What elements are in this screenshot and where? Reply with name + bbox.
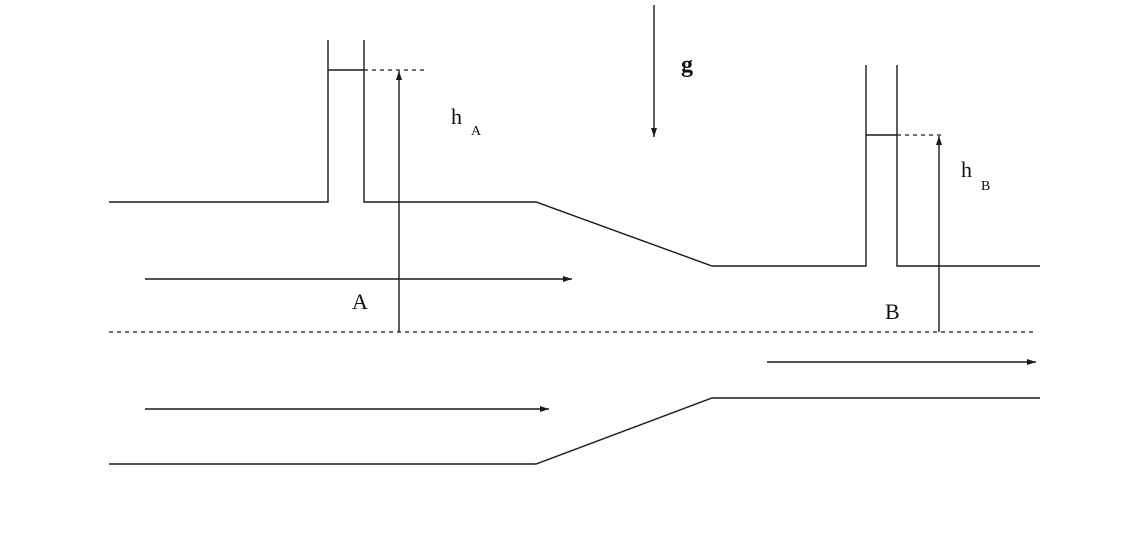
upper-pipe-wall <box>109 40 329 203</box>
upper-pipe-wall-right-of-tube-a <box>363 40 867 267</box>
gravity-label: g <box>681 52 693 78</box>
upper-pipe-wall-right-of-tube-b <box>896 65 1040 267</box>
head-a-label: h <box>451 104 462 129</box>
section-a-label: A <box>352 289 368 314</box>
lower-pipe-wall <box>109 397 1040 465</box>
section-b-label: B <box>885 299 900 324</box>
head-a-subscript: A <box>471 124 482 139</box>
head-b-label: h <box>961 157 972 182</box>
head-b-subscript: B <box>981 179 990 194</box>
